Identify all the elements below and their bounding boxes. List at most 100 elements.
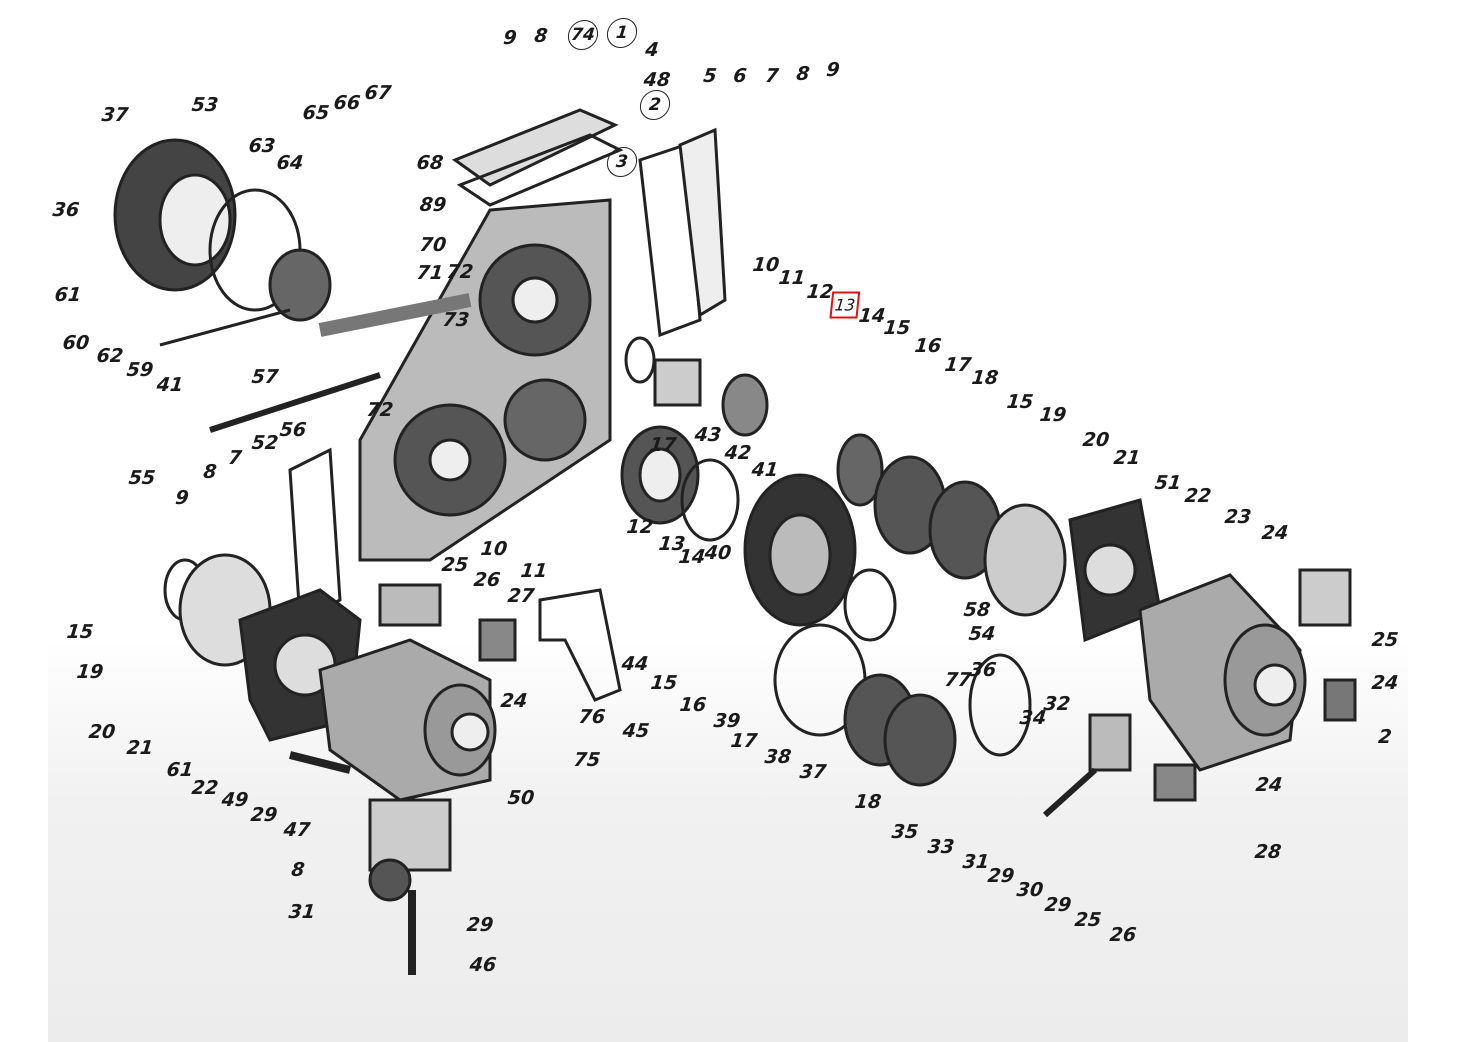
gearbox-housing bbox=[358, 198, 612, 562]
part-label: 19 bbox=[1038, 404, 1068, 426]
part-label: 22 bbox=[190, 777, 220, 799]
plate-5 bbox=[638, 142, 702, 338]
part-label: 38 bbox=[763, 746, 793, 768]
part-label: 21 bbox=[1112, 447, 1142, 469]
part-label: 15 bbox=[649, 672, 679, 694]
part-label: 40 bbox=[703, 542, 733, 564]
part-label: 52 bbox=[250, 432, 280, 454]
part-label: 12 bbox=[625, 516, 655, 538]
part-label: 63 bbox=[247, 135, 277, 157]
part-label: 70 bbox=[418, 234, 448, 256]
part-label: 9 bbox=[502, 27, 518, 49]
part-label: 11 bbox=[777, 267, 807, 289]
part-label: 22 bbox=[1183, 485, 1213, 507]
part-label: 24 bbox=[1370, 672, 1400, 694]
part-label: 72 bbox=[365, 399, 395, 421]
part-label: 66 bbox=[332, 92, 362, 114]
part-label-highlighted: 13 bbox=[829, 291, 861, 319]
clutch bbox=[268, 248, 332, 322]
part-label: 41 bbox=[155, 374, 185, 396]
part-label: 39 bbox=[712, 710, 742, 732]
part-label: 26 bbox=[1108, 924, 1138, 946]
part-label: 59 bbox=[125, 359, 155, 381]
part-label: 6 bbox=[732, 65, 748, 87]
part-label: 28 bbox=[1253, 841, 1283, 863]
part-label: 19 bbox=[75, 661, 105, 683]
part-label: 25 bbox=[1370, 629, 1400, 651]
part-label: 26 bbox=[472, 569, 502, 591]
part-label: 15 bbox=[1005, 391, 1035, 413]
part-label: 25 bbox=[1073, 909, 1103, 931]
part-label: 9 bbox=[174, 487, 190, 509]
part-label: 8 bbox=[202, 461, 218, 483]
part-label: 36 bbox=[968, 659, 998, 681]
part-label: 54 bbox=[967, 623, 997, 645]
part-label: 72 bbox=[445, 261, 475, 283]
part-label: 15 bbox=[882, 317, 912, 339]
part-label: 58 bbox=[962, 599, 992, 621]
part-label: 24 bbox=[1260, 522, 1290, 544]
part-label: 61 bbox=[53, 284, 83, 306]
part-label: 47 bbox=[282, 819, 312, 841]
part-label: 67 bbox=[363, 82, 393, 104]
part-label: 5 bbox=[702, 65, 718, 87]
part-label: 89 bbox=[418, 194, 448, 216]
part-label: 7 bbox=[227, 447, 243, 469]
part-label: 9 bbox=[825, 59, 841, 81]
part-label: 77 bbox=[943, 669, 973, 691]
part-label: 2 bbox=[1377, 726, 1393, 748]
plate-6 bbox=[678, 127, 727, 318]
part-label: 33 bbox=[926, 836, 956, 858]
part-label: 45 bbox=[621, 720, 651, 742]
part-label: 10 bbox=[751, 254, 781, 276]
part-label: 17 bbox=[943, 354, 973, 376]
part-label: 43 bbox=[693, 424, 723, 446]
part-label: 32 bbox=[1042, 693, 1072, 715]
part-label: 50 bbox=[506, 787, 536, 809]
part-label: 24 bbox=[499, 690, 529, 712]
part-label: 53 bbox=[190, 94, 220, 116]
part-label: 62 bbox=[95, 345, 125, 367]
part-label: 61 bbox=[165, 759, 195, 781]
part-label: 71 bbox=[415, 262, 445, 284]
part-label: 49 bbox=[220, 789, 250, 811]
part-label: 55 bbox=[127, 467, 157, 489]
part-label: 20 bbox=[1081, 429, 1111, 451]
part-label: 56 bbox=[278, 419, 308, 441]
part-label: 36 bbox=[51, 199, 81, 221]
part-label: 15 bbox=[65, 621, 95, 643]
part-label: 76 bbox=[577, 706, 607, 728]
part-label: 34 bbox=[1018, 707, 1048, 729]
plate-56 bbox=[288, 447, 342, 623]
part-label: 23 bbox=[1223, 506, 1253, 528]
part-label: 8 bbox=[533, 25, 549, 47]
part-label: 29 bbox=[465, 914, 495, 936]
part-label: 65 bbox=[301, 102, 331, 124]
part-label: 16 bbox=[678, 694, 708, 716]
part-label: 37 bbox=[100, 104, 130, 126]
part-label: 12 bbox=[805, 281, 835, 303]
part-label: 64 bbox=[275, 152, 305, 174]
elbow-pipe bbox=[538, 588, 622, 702]
part-label: 37 bbox=[798, 761, 828, 783]
part-label: 24 bbox=[1254, 774, 1284, 796]
part-label: 29 bbox=[249, 804, 279, 826]
part-label: 42 bbox=[723, 442, 753, 464]
part-label: 14 bbox=[677, 546, 707, 568]
part-label: 29 bbox=[1043, 894, 1073, 916]
part-label: 75 bbox=[572, 749, 602, 771]
part-label: 31 bbox=[287, 901, 317, 923]
top-cover bbox=[451, 108, 619, 187]
part-label: 51 bbox=[1153, 472, 1183, 494]
part-label: 8 bbox=[795, 63, 811, 85]
part-label: 18 bbox=[853, 791, 883, 813]
part-label: 11 bbox=[519, 560, 549, 582]
part-label: 60 bbox=[61, 332, 91, 354]
part-label: 46 bbox=[468, 954, 498, 976]
part-label: 17 bbox=[648, 434, 678, 456]
part-label: 21 bbox=[125, 737, 155, 759]
part-label: 41 bbox=[750, 459, 780, 481]
part-label: 7 bbox=[764, 65, 780, 87]
part-label: 10 bbox=[479, 538, 509, 560]
